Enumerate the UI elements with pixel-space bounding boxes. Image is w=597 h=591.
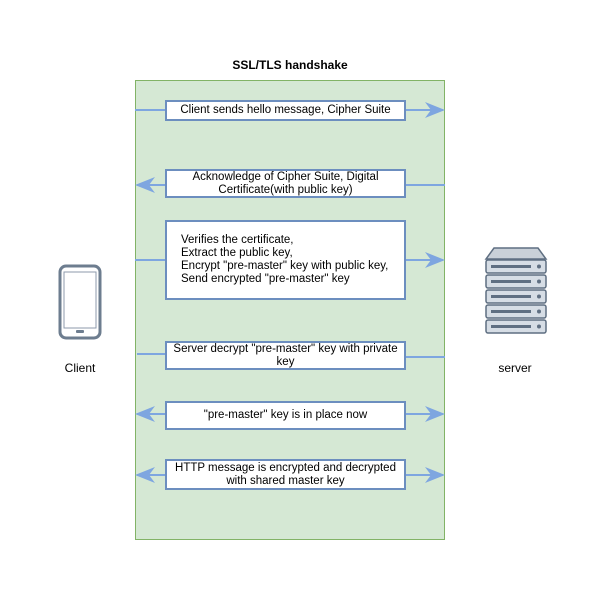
message-pre-master-ready: "pre-master" key is in place now <box>165 401 406 430</box>
server-rack-icon <box>484 247 548 334</box>
message-client-hello-text: Client sends hello message, Cipher Suite <box>180 104 391 116</box>
server-label: server <box>498 361 532 375</box>
diagram-title: SSL/TLS handshake <box>232 58 348 72</box>
message-server-decrypt: Server decrypt "pre-master" key with pri… <box>165 341 406 370</box>
message-server-decrypt-text: Server decrypt "pre-master" key with pri… <box>173 342 398 368</box>
message-pre-master-key-text: Verifies the certificate, Extract the pu… <box>181 234 389 285</box>
message-server-certificate: Acknowledge of Cipher Suite, Digital Cer… <box>165 169 406 198</box>
message-encrypted-http: HTTP message is encrypted and decrypted … <box>165 459 406 490</box>
message-encrypted-http-text: HTTP message is encrypted and decrypted … <box>175 461 396 487</box>
message-pre-master-key: Verifies the certificate, Extract the pu… <box>165 220 406 300</box>
message-pre-master-ready-text: "pre-master" key is in place now <box>203 409 368 421</box>
message-server-certificate-text: Acknowledge of Cipher Suite, Digital Cer… <box>192 170 379 196</box>
mobile-phone-icon <box>58 264 102 340</box>
client-label: Client <box>64 361 96 375</box>
message-client-hello: Client sends hello message, Cipher Suite <box>165 100 406 121</box>
